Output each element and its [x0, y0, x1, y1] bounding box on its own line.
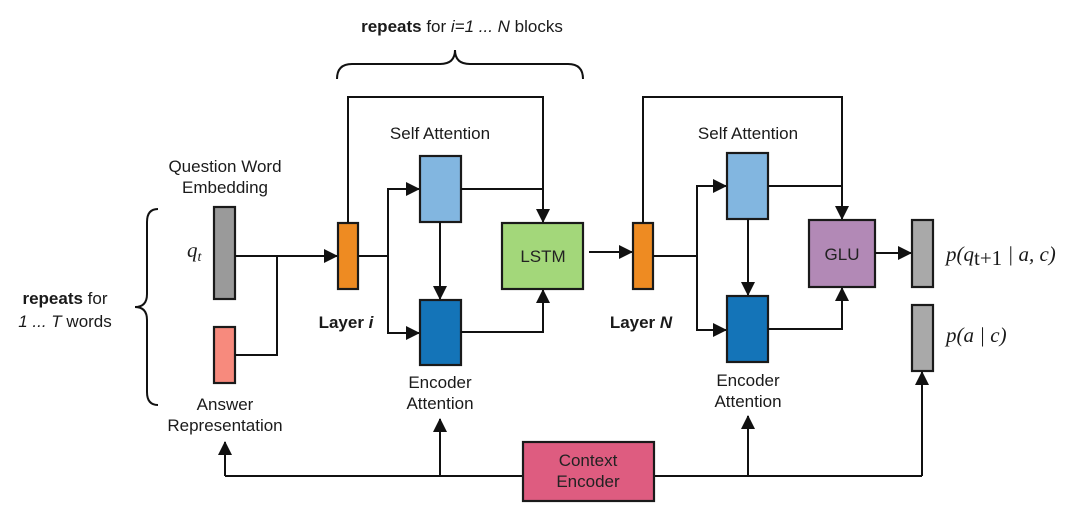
left-repeat-words: words [62, 312, 112, 331]
arrow-to-encoder-attention-i [387, 256, 420, 340]
lstm-label: LSTM [520, 247, 565, 266]
encoder-attention-label-n-2: Attention [714, 392, 781, 411]
left-brace [134, 208, 159, 406]
arrow-to-self-attention-i [387, 182, 420, 256]
encoder-attention-label-i-1: Encoder [408, 373, 472, 392]
top-repeat-annotation: repeats for i=1 ... N blocks [361, 17, 563, 36]
encoder-attention-block-n [725, 294, 770, 364]
question-embedding-label-1: Question Word [168, 157, 281, 176]
encoder-attention-label-n-1: Encoder [716, 371, 780, 390]
encoder-attention-label-i-2: Attention [406, 394, 473, 413]
left-repeat-for: for [83, 289, 108, 308]
wire-answer-out [235, 256, 278, 356]
context-encoder-label-2: Encoder [556, 472, 620, 491]
out-q-subscript: t+1 [974, 246, 1002, 270]
self-attention-label-n: Self Attention [698, 124, 798, 143]
answer-representation-label-2: Representation [167, 416, 282, 435]
q-t-symbol: qt [187, 238, 203, 265]
skip-connection-i [347, 96, 550, 223]
top-repeat-for: for [422, 17, 451, 36]
out-q-p: p( [944, 242, 966, 266]
output-question-block [910, 218, 935, 289]
output-question-label: p(qt+1 | a, c) [944, 242, 1056, 270]
lstm-block [500, 221, 585, 291]
layer-i-block [336, 221, 360, 291]
layer-i-var: i [369, 313, 375, 332]
q-subscript: t [198, 250, 203, 265]
arrow-encoder-attention-i-to-lstm [461, 289, 550, 333]
top-repeat-range: i=1 ... N [451, 17, 511, 36]
context-encoder-label-1: Context [559, 451, 618, 470]
layer-i-word: Layer [319, 313, 369, 332]
top-repeat-blocks: blocks [510, 17, 563, 36]
skip-connection-n [642, 96, 849, 223]
self-attention-block-i [418, 154, 463, 224]
output-answer-label: p(a | c) [944, 323, 1007, 347]
arrow-to-encoder-attention-n [696, 256, 727, 337]
self-attention-label-i: Self Attention [390, 124, 490, 143]
answer-representation-label-1: Answer [197, 395, 254, 414]
glu-label: GLU [825, 245, 860, 264]
left-repeat-bold: repeats [22, 289, 82, 308]
arrow-encoder-attention-n-to-glu [768, 287, 849, 330]
arrow-to-self-attention-n [696, 179, 727, 256]
context-encoder-block [521, 440, 656, 503]
word-embedding-block [212, 205, 237, 301]
left-repeat-line2: 1 ... T words [18, 312, 112, 331]
out-q-q: q [964, 242, 975, 266]
out-q-rest: | a, c) [1002, 242, 1056, 266]
top-brace [336, 49, 584, 80]
answer-representation-block [212, 325, 237, 385]
question-embedding-label-2: Embedding [182, 178, 268, 197]
self-attention-block-n [725, 151, 770, 221]
top-repeat-bold: repeats [361, 17, 421, 36]
layer-i-label: Layer i [319, 313, 375, 332]
q-symbol: q [187, 238, 198, 262]
glu-block [807, 218, 877, 289]
layer-n-var: N [660, 313, 673, 332]
output-answer-block [910, 303, 935, 373]
layer-n-word: Layer [610, 313, 660, 332]
layer-n-block [631, 221, 655, 291]
left-repeat-range: 1 ... T [18, 312, 63, 331]
layer-n-label: Layer N [610, 313, 673, 332]
left-repeat-line1: repeats for [22, 289, 107, 308]
encoder-attention-block-i [418, 298, 463, 367]
